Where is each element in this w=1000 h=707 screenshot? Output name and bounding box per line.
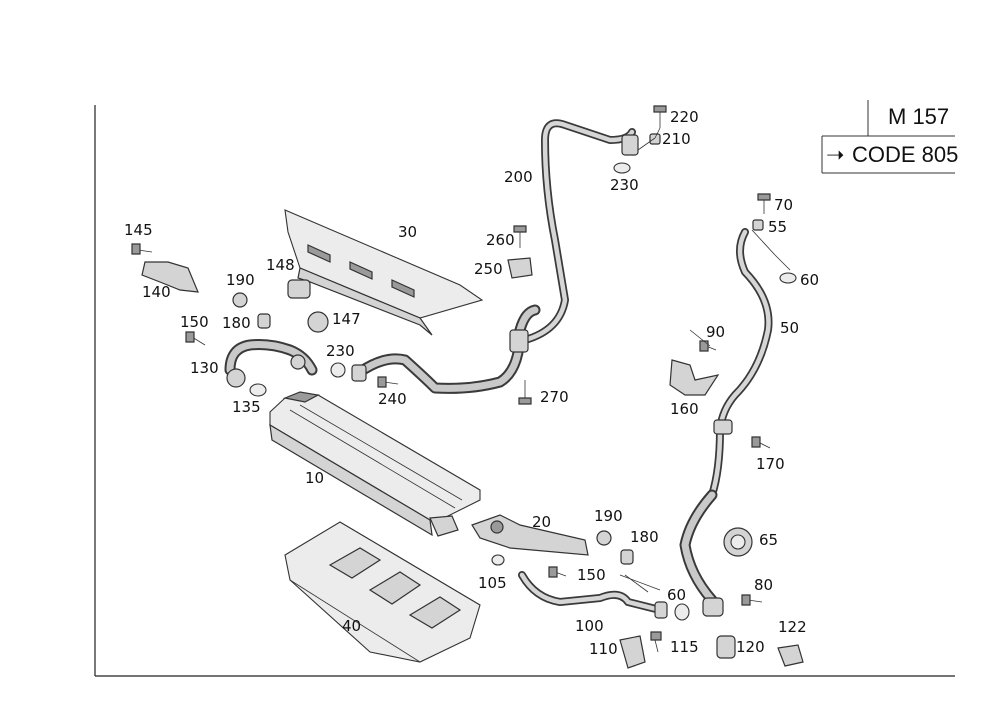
callout-135: 135 — [232, 398, 261, 416]
callout-105: 105 — [478, 574, 507, 592]
callout-90: 90 — [706, 323, 725, 341]
bolt-90-icon — [699, 340, 717, 352]
callout-220: 220 — [670, 108, 699, 126]
callout-270: 270 — [540, 388, 569, 406]
callout-190-top: 190 — [226, 271, 255, 289]
intercooler-part — [269, 391, 481, 537]
callout-190-lower: 190 — [594, 507, 623, 525]
engine-model-label: M 157 — [888, 104, 949, 129]
bracket-160-part — [669, 359, 720, 396]
bolt-220-icon — [653, 105, 667, 128]
clamp-210-icon — [649, 133, 661, 145]
bolt-80-icon — [741, 594, 763, 606]
callout-260: 260 — [486, 231, 515, 249]
callout-180-top: 180 — [222, 314, 251, 332]
callout-65: 65 — [759, 531, 778, 549]
ring-230-left-icon — [330, 362, 346, 378]
bracket-part — [471, 514, 589, 556]
callout-60-lower: 60 — [667, 586, 686, 604]
callout-145: 145 — [124, 221, 153, 239]
bracket-110-icon — [619, 635, 646, 669]
callout-240: 240 — [378, 390, 407, 408]
callout-147: 147 — [332, 310, 361, 328]
bracket-140-part — [141, 261, 199, 293]
callout-80: 80 — [754, 576, 773, 594]
callout-130: 130 — [190, 359, 219, 377]
callout-200: 200 — [504, 168, 533, 186]
left-charge-hose-part — [224, 339, 318, 388]
callout-170: 170 — [756, 455, 785, 473]
bolt-240-icon — [377, 376, 399, 388]
bolt-150-lower-icon — [548, 566, 567, 578]
bolt-115-icon — [650, 631, 662, 653]
clamp-122-icon — [777, 644, 804, 667]
code-label: CODE 805 — [852, 142, 958, 167]
callout-148: 148 — [266, 256, 295, 274]
callout-30: 30 — [398, 223, 417, 241]
charge-hose-part — [351, 304, 541, 394]
lower-shroud-part — [284, 521, 481, 663]
callout-250: 250 — [474, 260, 503, 278]
callout-120: 120 — [736, 638, 765, 656]
callout-150-lower: 150 — [577, 566, 606, 584]
bolt-270-icon — [518, 380, 532, 405]
plug-180-icon — [257, 313, 271, 329]
right-return-hose-part — [679, 228, 773, 617]
callout-labels: 220 210 230 200 260 250 270 30 148 147 1… — [124, 108, 819, 658]
callout-122: 122 — [778, 618, 807, 636]
ring-230-icon — [613, 162, 631, 174]
callout-160: 160 — [670, 400, 699, 418]
bolt-145-icon — [131, 243, 153, 255]
bolt-150-icon — [185, 331, 206, 346]
callout-230-left: 230 — [326, 342, 355, 360]
callout-20: 20 — [532, 513, 551, 531]
clamp-65-icon — [723, 527, 753, 557]
air-duct-cover-part — [284, 209, 484, 336]
callout-110: 110 — [589, 640, 618, 658]
callout-100: 100 — [575, 617, 604, 635]
ring-105-icon — [491, 554, 505, 566]
callout-60-top: 60 — [800, 271, 819, 289]
lower-pipe-part — [518, 571, 668, 619]
callout-230-top: 230 — [610, 176, 639, 194]
bolt-170-icon — [751, 436, 771, 449]
callout-50: 50 — [780, 319, 799, 337]
upper-pipe-part — [521, 119, 639, 344]
ring-135-icon — [249, 383, 267, 397]
clip-250-icon — [507, 257, 533, 279]
callout-115: 115 — [670, 638, 699, 656]
clamp-120-icon — [716, 635, 736, 659]
callout-140: 140 — [142, 283, 171, 301]
ring-60-icon — [779, 272, 797, 284]
plug-180-lower-icon — [620, 549, 634, 565]
plug-190-lower-icon — [596, 530, 612, 546]
callout-40: 40 — [342, 617, 361, 635]
leader-lines — [619, 127, 791, 593]
clamp-148-icon — [287, 279, 311, 299]
clamp-55-icon — [752, 219, 764, 231]
callout-210: 210 — [662, 130, 691, 148]
plug-190-icon — [232, 292, 248, 308]
bolt-70-icon — [757, 193, 771, 214]
callout-70: 70 — [774, 196, 793, 214]
callout-55: 55 — [768, 218, 787, 236]
callout-10: 10 — [305, 469, 324, 487]
clamp-147-icon — [307, 311, 329, 333]
arrow-icon: ➝ — [826, 142, 844, 167]
callout-150-top: 150 — [180, 313, 209, 331]
callout-180-lower: 180 — [630, 528, 659, 546]
bolt-260-icon — [513, 225, 527, 248]
ring-60-lower-icon — [674, 603, 690, 621]
diagram-frame — [94, 105, 955, 677]
model-code-box: M 157 ➝ CODE 805 — [821, 100, 958, 174]
